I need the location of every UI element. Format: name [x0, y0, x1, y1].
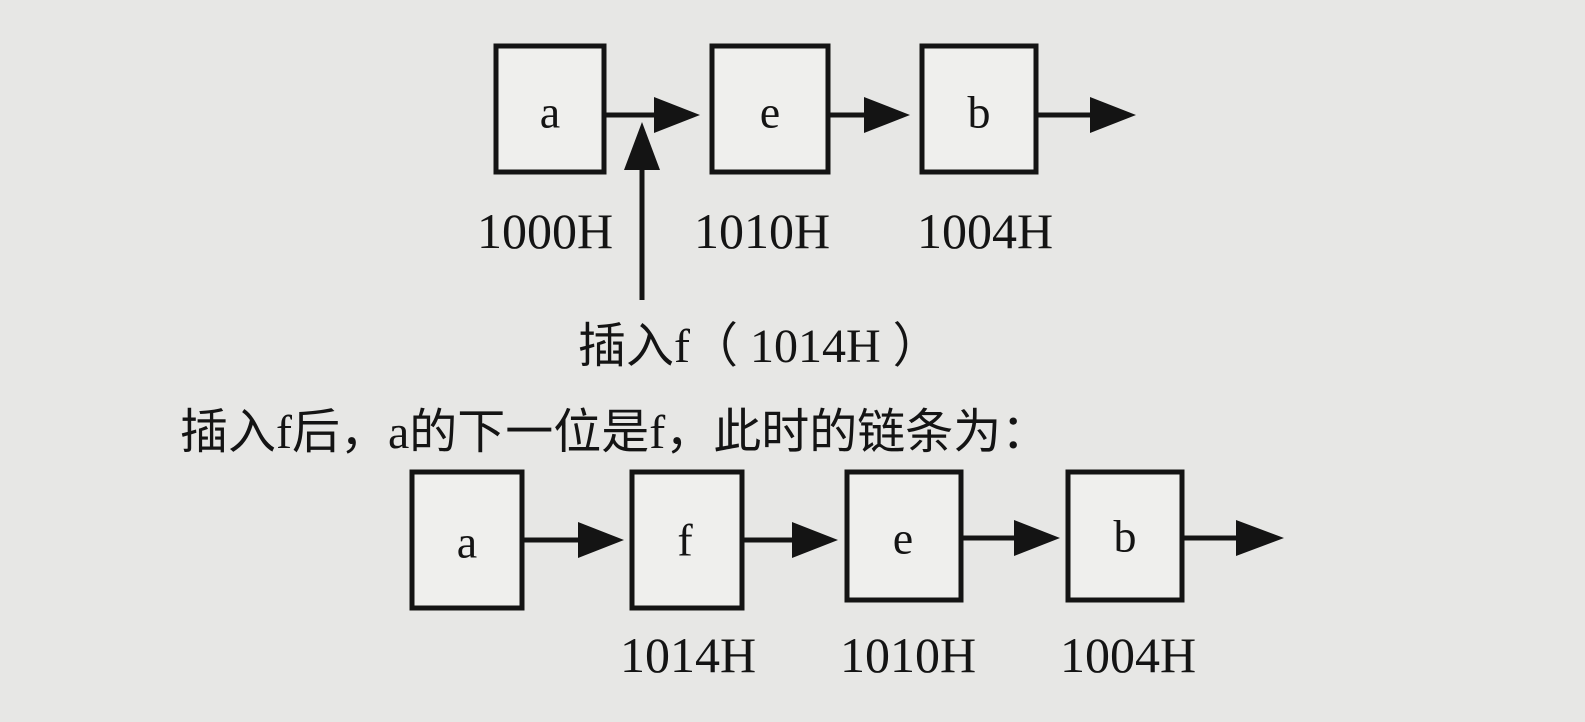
bottom-node-e-label: e [893, 513, 913, 564]
bottom-node-b [1065, 469, 1185, 603]
bottom-node-b-label: b [1114, 511, 1137, 562]
top-node-a-label: a [540, 87, 560, 138]
top-arrowhead-a-e [654, 97, 700, 133]
top-node-b-address: 1004H [917, 203, 1053, 259]
top-node-e [709, 43, 831, 175]
top-node-b-label: b [968, 87, 991, 138]
top-node-e-label: e [760, 87, 780, 138]
bottom-node-e-address: 1010H [840, 627, 976, 683]
bottom-node-f [629, 469, 745, 611]
top-node-b [919, 43, 1039, 175]
bottom-node-f-label: f [677, 515, 693, 566]
bottom-arrowhead-a-f [578, 522, 624, 558]
bottom-node-f-address: 1014H [620, 627, 756, 683]
bottom-node-b-address: 1004H [1060, 627, 1196, 683]
bottom-node-a-label: a [457, 517, 477, 568]
top-node-a [493, 43, 607, 175]
top-node-a-address: 1000H [477, 203, 613, 259]
insert-note: 插入f（ 1014H ） [578, 320, 941, 373]
bottom-arrowhead-f-e [792, 522, 838, 558]
top-chain: a 1000H e 1010H b 1004H [477, 43, 1136, 300]
top-node-e-address: 1010H [694, 203, 830, 259]
top-arrowhead-e-b [864, 97, 910, 133]
top-arrowhead-b-next [1090, 97, 1136, 133]
bottom-arrowhead-b-next [1236, 520, 1284, 556]
result-caption: 插入f后，a的下一位是f，此时的链条为： [180, 406, 1049, 459]
bottom-chain: a f 1014H e 1010H b 1004H [409, 469, 1284, 683]
insert-pointer-arrowhead [624, 122, 660, 170]
bottom-arrowhead-e-b [1014, 520, 1060, 556]
